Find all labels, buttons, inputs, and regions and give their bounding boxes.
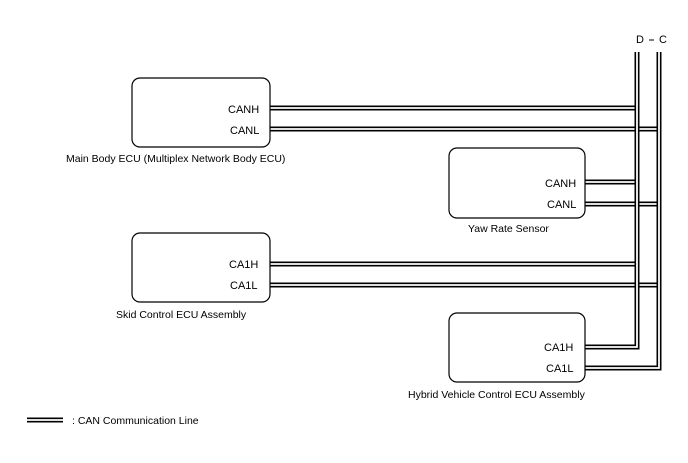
- bus-label-c: C: [659, 34, 667, 46]
- legend: : CAN Communication Line: [27, 415, 199, 427]
- bus-c-trunk: [585, 52, 662, 371]
- skid-control-ecu-box: [131, 232, 271, 303]
- bus-label-d: D: [636, 34, 644, 46]
- yaw-rate-sensor: CANH CANL Yaw Rate Sensor: [448, 147, 586, 235]
- yaw-rate-sensor-pin-canl: CANL: [547, 199, 576, 211]
- can-communication-lines: [270, 52, 662, 371]
- main-body-ecu-box: [131, 77, 271, 148]
- hybrid-vehicle-control-ecu-box: [448, 312, 586, 383]
- main-body-ecu: CANH CANL Main Body ECU (Multiplex Netwo…: [66, 77, 285, 165]
- bus-d-trunk: [585, 52, 640, 350]
- skid-control-ecu-caption: Skid Control ECU Assembly: [116, 309, 247, 321]
- main-body-ecu-pin-canl: CANL: [230, 125, 259, 137]
- hybrid-vehicle-control-ecu-pin-ca1h: CA1H: [544, 342, 573, 354]
- skid-control-ecu: CA1H CA1L Skid Control ECU Assembly: [116, 232, 271, 321]
- skid-control-ecu-pin-ca1l: CA1L: [230, 280, 258, 292]
- yaw-rate-sensor-box: [448, 147, 586, 219]
- yaw-rate-sensor-pin-canh: CANH: [545, 178, 576, 190]
- hybrid-vehicle-control-ecu-pin-ca1l: CA1L: [546, 363, 574, 375]
- legend-label: : CAN Communication Line: [72, 415, 199, 427]
- skid-control-ecu-pin-ca1h: CA1H: [229, 259, 258, 271]
- hybrid-vehicle-control-ecu-caption: Hybrid Vehicle Control ECU Assembly: [408, 389, 586, 401]
- hybrid-vehicle-control-ecu: CA1H CA1L Hybrid Vehicle Control ECU Ass…: [408, 312, 586, 401]
- main-body-ecu-caption: Main Body ECU (Multiplex Network Body EC…: [66, 153, 285, 165]
- main-body-ecu-pin-canh: CANH: [228, 104, 259, 116]
- yaw-rate-sensor-caption: Yaw Rate Sensor: [468, 223, 549, 235]
